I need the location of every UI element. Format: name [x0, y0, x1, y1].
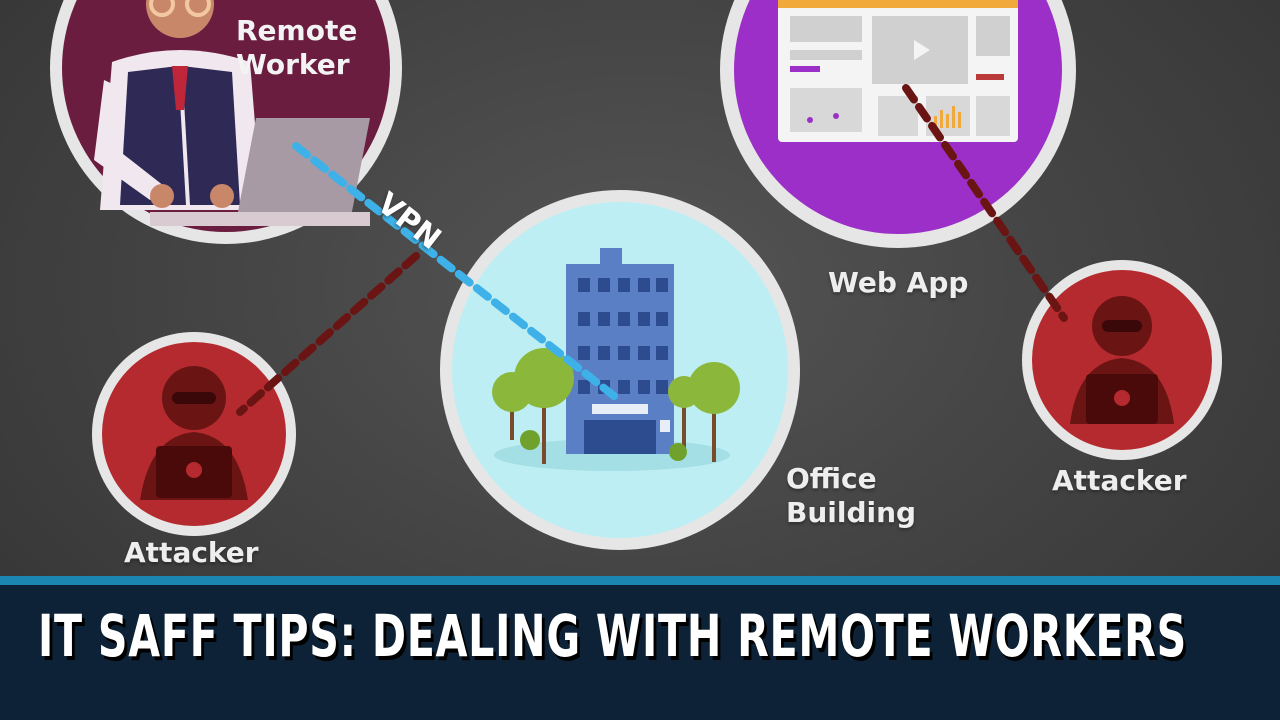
- attacker-right-node: [1022, 260, 1222, 460]
- remote-worker-icon: [94, 0, 370, 226]
- remote-worker-label: Remote Worker: [236, 14, 366, 81]
- trees: [492, 348, 740, 464]
- attack-line-left: [236, 252, 420, 416]
- office-building-node: [440, 190, 800, 550]
- remote-worker-node: [50, 0, 402, 244]
- attacker-left-node: [92, 332, 296, 536]
- office-building-label: Office Building: [786, 462, 917, 529]
- title-banner: IT SAFF TIPS: DEALING WITH REMOTE WORKER…: [0, 576, 1280, 720]
- web-app-label: Web App: [828, 266, 969, 299]
- attacker-right-label: Attacker: [1052, 464, 1187, 497]
- hacker-icon: [140, 366, 248, 500]
- remote-worker-label-text: Remote Worker: [236, 14, 358, 81]
- attack-line-right: [902, 84, 1068, 322]
- office-building-icon: [492, 248, 740, 471]
- web-app-node: [720, 0, 1076, 248]
- vpn-connection-line: [292, 142, 618, 400]
- web-app-icon: [778, 0, 1018, 142]
- hacker-icon: [1070, 296, 1174, 424]
- banner-title: IT SAFF TIPS: DEALING WITH REMOTE WORKER…: [38, 602, 1187, 670]
- attacker-left-label: Attacker: [124, 536, 259, 569]
- banner-accent-stripe: [0, 576, 1280, 585]
